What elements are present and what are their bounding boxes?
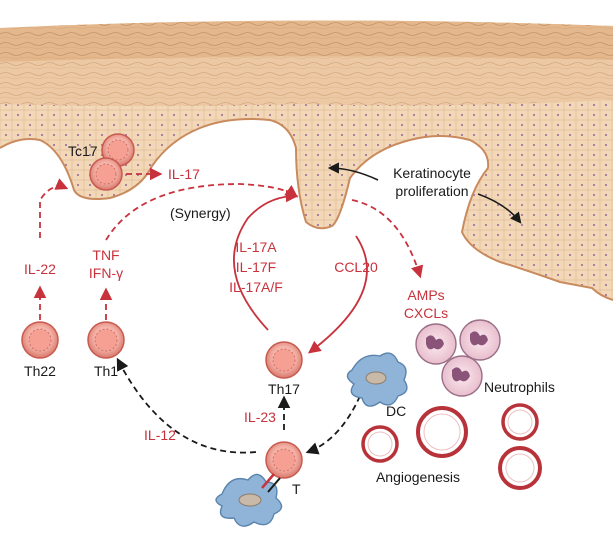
tnf-label: TNF [92, 247, 119, 263]
neutrophils [415, 319, 501, 397]
th17-cell [265, 341, 303, 379]
neutrophils-label: Neutrophils [484, 379, 555, 395]
il17af-label: IL-17A/F [229, 279, 283, 295]
th22-label: Th22 [24, 363, 56, 379]
synergy-label: (Synergy) [170, 205, 231, 221]
th17-label: Th17 [268, 381, 300, 397]
keratinocyte-arrows [327, 162, 522, 224]
il17-top-label: IL-17 [168, 166, 200, 182]
antigen-presenting-dc [215, 473, 283, 527]
epidermis [0, 20, 613, 301]
cytokine-arrows-red [33, 167, 424, 320]
dendritic-cell [346, 352, 408, 407]
th22-cell [21, 321, 59, 359]
il22-label: IL-22 [24, 261, 56, 277]
cxcls-label: CXCLs [404, 305, 448, 321]
il17f-label: IL-17F [236, 259, 276, 275]
angiogenesis-vessels [361, 403, 542, 490]
il23-label: IL-23 [244, 409, 276, 425]
keratinocyte-label-line2: proliferation [395, 183, 468, 199]
dc-arrows-black [116, 357, 361, 455]
keratinocyte-label-line1: Keratinocyte [393, 165, 471, 181]
dc-label: DC [386, 403, 406, 419]
il12-label: IL-12 [144, 427, 176, 443]
angiogenesis-label: Angiogenesis [376, 469, 460, 485]
tc17-cells [89, 133, 135, 191]
t-label: T [292, 481, 301, 497]
amps-label: AMPs [407, 287, 444, 303]
ccl20-label: CCL20 [334, 259, 378, 275]
th1-cell [87, 321, 125, 359]
ifng-label: IFN-γ [89, 265, 123, 281]
il17-loop [233, 189, 368, 354]
th1-label: Th1 [94, 363, 118, 379]
tc17-label: Tc17 [68, 143, 98, 159]
naive-t-cell [265, 441, 303, 479]
il17a-label: IL-17A [235, 239, 277, 255]
